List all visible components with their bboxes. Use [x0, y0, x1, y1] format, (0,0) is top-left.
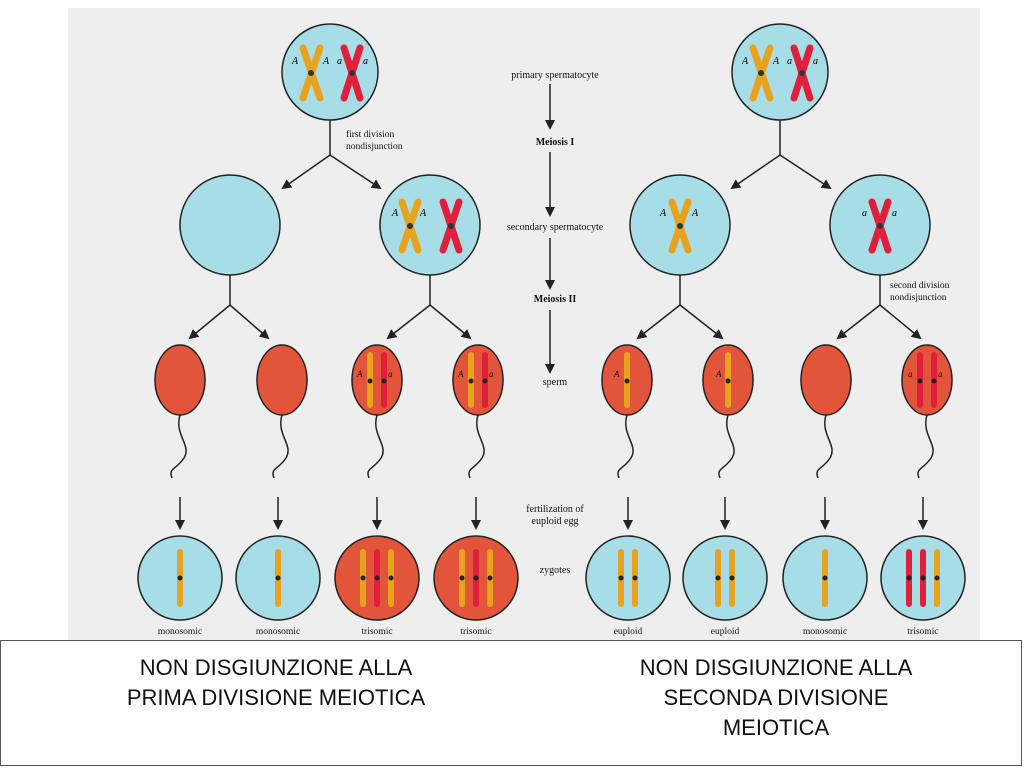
primary-spermatocyte-left: A A a a: [281, 23, 379, 121]
allele-label: A: [356, 369, 363, 379]
zygote-trisomic: [433, 535, 519, 621]
branch-lines: [188, 118, 922, 340]
zygote-labels: monosomic monosomic trisomic trisomic eu…: [158, 627, 939, 637]
allele-label: a: [892, 208, 897, 219]
zygote-label: monosomic: [158, 627, 202, 637]
caption-box: NON DISGIUNZIONE ALLA PRIMA DIVISIONE ME…: [0, 640, 1022, 766]
stage-label-primary: primary spermatocyte: [511, 70, 599, 81]
stage-label-secondary: secondary spermatocyte: [507, 222, 604, 233]
chromosome-pair-AA: [749, 44, 774, 102]
chromosome-pair-aa: [340, 44, 364, 102]
allele-label: A: [715, 369, 722, 379]
allele-label: A: [457, 369, 464, 379]
sperm-empty: [800, 344, 852, 479]
caption-line: PRIMA DIVISIONE MEIOTICA: [126, 685, 426, 710]
allele-label: a: [337, 56, 342, 67]
stage-label-fertilization: fertilization of: [526, 504, 584, 515]
allele-label: A: [659, 208, 667, 219]
zygote-euploid: [682, 535, 768, 621]
stage-label-meiosis2: Meiosis II: [534, 294, 577, 305]
primary-spermatocyte-right: A A a a: [731, 23, 829, 121]
allele-label: a: [862, 208, 867, 219]
sperm-a-a: a a: [901, 344, 953, 479]
zygote-monosomic: [137, 535, 223, 621]
chromosome-pair-aa: [790, 44, 814, 102]
zygote-monosomic: [782, 535, 868, 621]
zygote-label: trisomic: [907, 627, 938, 637]
sperm-empty: [256, 344, 308, 479]
chromosome-pair-AA: [299, 44, 324, 102]
secondary-spermatocyte-empty: [179, 174, 281, 276]
stage-label-euploid-egg: euploid egg: [532, 516, 579, 527]
allele-label: A: [391, 208, 399, 219]
annotation-first-nondisjunction: nondisjunction: [346, 142, 403, 152]
caption-second-division: NON DISGIUNZIONE ALLA SECONDA DIVISIONE …: [546, 653, 1006, 743]
allele-label: A: [322, 56, 330, 67]
allele-label: a: [813, 56, 818, 67]
zygote-euploid: [585, 535, 671, 621]
allele-label: A: [613, 369, 620, 379]
caption-line: NON DISGIUNZIONE ALLA: [139, 655, 413, 680]
allele-label: A: [741, 56, 749, 67]
allele-label: a: [388, 369, 393, 379]
secondary-spermatocyte-both-pairs: A A: [379, 174, 481, 276]
sperm-empty: [154, 344, 206, 479]
allele-label: A: [772, 56, 780, 67]
zygote-label: euploid: [614, 627, 643, 637]
zygote-label: monosomic: [256, 627, 300, 637]
allele-label: a: [908, 369, 913, 379]
stage-label-sperm: sperm: [543, 377, 568, 388]
allele-label: a: [489, 369, 494, 379]
annotation-second-division: second division: [890, 281, 950, 291]
zygote-label: trisomic: [361, 627, 392, 637]
caption-line: MEIOTICA: [722, 715, 830, 740]
caption-line: NON DISGIUNZIONE ALLA: [639, 655, 913, 680]
secondary-spermatocyte-aa: a a: [829, 174, 931, 276]
fertilization-arrows: [175, 497, 928, 530]
allele-label: a: [938, 369, 943, 379]
stage-column: primary spermatocyte Meiosis I secondary…: [507, 70, 604, 576]
zygote-trisomic: [880, 535, 966, 621]
sperm-A-a: A a: [452, 344, 504, 479]
zygote-label: monosomic: [803, 627, 847, 637]
annotations: first division nondisjunction second div…: [346, 129, 950, 303]
zygote-label: euploid: [711, 627, 740, 637]
allele-label: a: [363, 56, 368, 67]
zygote-trisomic: [334, 535, 420, 621]
stage-label-zygotes: zygotes: [540, 565, 571, 576]
allele-label: A: [419, 208, 427, 219]
zygote-monosomic: [235, 535, 321, 621]
sperm-A: A: [702, 344, 754, 479]
secondary-spermatocyte-AA: A A: [629, 174, 731, 276]
meiosis-nondisjunction-diagram: primary spermatocyte Meiosis I secondary…: [68, 8, 980, 640]
zygote-label: trisomic: [460, 627, 491, 637]
sperm-A-a: A a: [351, 344, 403, 479]
annotation-first-division: first division: [346, 129, 395, 140]
stage-label-meiosis1: Meiosis I: [536, 137, 575, 148]
caption-first-division: NON DISGIUNZIONE ALLA PRIMA DIVISIONE ME…: [51, 653, 501, 713]
sperm-row: A a A a A A: [154, 344, 953, 479]
figure-background: [68, 8, 980, 640]
allele-label: a: [787, 56, 792, 67]
zygote-row: [137, 535, 966, 621]
caption-line: SECONDA DIVISIONE: [663, 685, 889, 710]
sperm-A: A: [601, 344, 653, 479]
annotation-second-nondisjunction: nondisjunction: [890, 293, 947, 303]
allele-label: A: [691, 208, 699, 219]
allele-label: A: [291, 56, 299, 67]
